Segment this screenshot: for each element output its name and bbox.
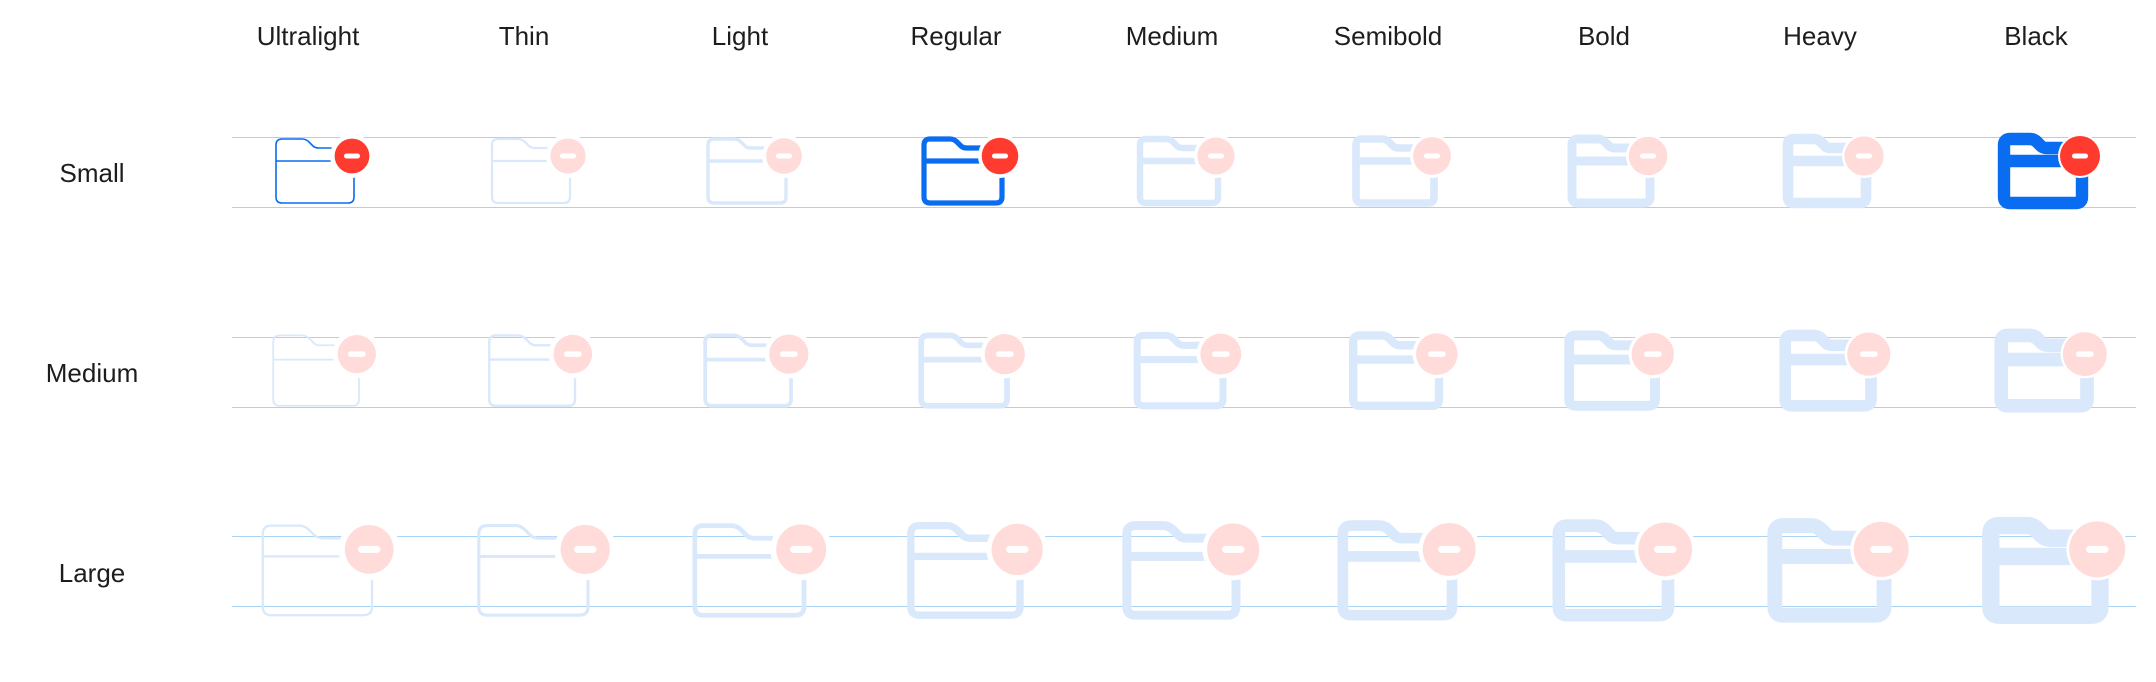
folder-badge-minus-icon-small-bold (1567, 134, 1670, 208)
weight-label-thin: Thin (498, 21, 550, 51)
minus-bar (1006, 545, 1029, 553)
weight-label-black: Black (2004, 21, 2068, 51)
folder-badge-minus-icon-small-ultralight (275, 134, 374, 204)
folder-badge-minus-icon-medium-semibold (1348, 330, 1461, 411)
folder-badge-minus-icon-medium-heavy (1778, 329, 1893, 412)
folder-badge-minus-icon-small-medium (1136, 134, 1238, 207)
folder-badge-minus-icon-large-semibold (1337, 518, 1481, 621)
folder-badge-minus-icon-medium-ultralight (271, 330, 381, 407)
minus-bar (560, 153, 576, 159)
minus-bar (1208, 153, 1224, 159)
folder-badge-minus-icon-large-ultralight (262, 518, 401, 617)
cap-height-guide-small (232, 137, 2136, 138)
scale-label-small: Small (59, 158, 125, 188)
weight-label-semibold: Semibold (1333, 21, 1443, 51)
minus-bar (347, 351, 366, 358)
folder-badge-minus-icon-small-heavy (1782, 133, 1886, 209)
folder-badge-minus-icon-medium-light (702, 330, 813, 408)
minus-bar (1859, 351, 1878, 358)
scale-label-large: Large (58, 558, 126, 588)
weight-label-ultralight: Ultralight (256, 21, 360, 51)
minus-bar (790, 545, 813, 553)
minus-bar (992, 153, 1008, 159)
weight-label-regular: Regular (910, 21, 1002, 51)
minus-bar (995, 351, 1014, 358)
minus-bar (1438, 545, 1461, 553)
baseline-guide-large (232, 606, 2136, 607)
minus-bar (1654, 545, 1677, 553)
folder-badge-minus-icon-medium-thin (487, 330, 597, 408)
folder-badge-minus-icon-medium-black (1993, 328, 2109, 413)
minus-bar (574, 545, 597, 553)
baseline-guide-small (232, 207, 2136, 208)
minus-bar (1643, 351, 1662, 358)
minus-bar (1640, 153, 1656, 159)
folder-badge-minus-icon-large-bold (1552, 518, 1697, 622)
weight-label-bold: Bold (1577, 21, 1631, 51)
minus-bar (2075, 351, 2094, 358)
minus-bar (1211, 351, 1230, 358)
folder-badge-minus-icon-medium-medium (1133, 330, 1245, 410)
folder-badge-minus-icon-large-medium (1122, 518, 1265, 620)
minus-bar (1870, 545, 1893, 553)
minus-bar (563, 351, 582, 358)
minus-bar (1427, 351, 1446, 358)
weight-label-heavy: Heavy (1783, 21, 1857, 51)
folder-badge-minus-icon-medium-bold (1563, 330, 1677, 411)
folder-badge-minus-icon-large-black (1982, 516, 2129, 624)
minus-bar (1424, 153, 1440, 159)
minus-bar (358, 545, 381, 553)
folder-badge-minus-icon-medium-regular (917, 330, 1029, 409)
minus-bar (344, 153, 360, 159)
minus-bar (1856, 153, 1872, 159)
minus-bar (2072, 153, 2088, 159)
folder-badge-minus-icon-large-regular (907, 518, 1049, 619)
folder-badge-minus-icon-large-heavy (1767, 517, 1913, 623)
cap-height-guide-medium (232, 337, 2136, 338)
minus-bar (1222, 545, 1245, 553)
minus-bar (2086, 545, 2109, 553)
folder-badge-minus-icon-small-semibold (1352, 134, 1454, 207)
folder-badge-minus-icon-large-thin (477, 518, 617, 617)
folder-badge-minus-icon-small-black (1997, 132, 2102, 210)
folder-badge-minus-icon-large-light (692, 518, 833, 618)
weight-label-medium: Medium (1125, 21, 1219, 51)
folder-badge-minus-icon-small-thin (490, 134, 590, 205)
minus-bar (779, 351, 798, 358)
minus-bar (776, 153, 792, 159)
scale-label-medium: Medium (45, 358, 139, 388)
folder-badge-minus-icon-small-light (706, 134, 806, 205)
folder-badge-minus-icon-small-regular (921, 134, 1022, 206)
weight-label-light: Light (711, 21, 769, 51)
